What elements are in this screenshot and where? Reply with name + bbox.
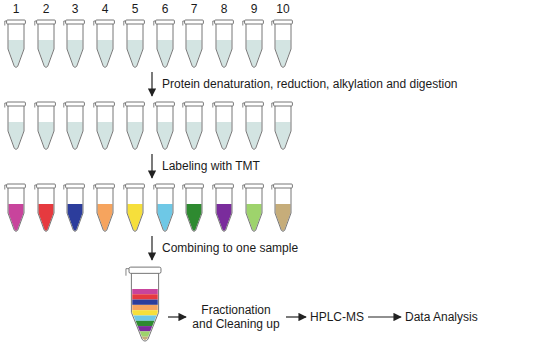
sample-number: 9 — [244, 2, 264, 16]
sample-number: 8 — [214, 2, 234, 16]
sample-number: 2 — [36, 2, 56, 16]
step-text: Data Analysis — [405, 310, 478, 324]
sample-number: 4 — [95, 2, 115, 16]
step-name: HPLC-MS — [310, 310, 364, 324]
sample-number: 6 — [155, 2, 175, 16]
step-label: Protein denaturation, reduction, alkylat… — [162, 77, 458, 91]
step-label: Combining to one sample — [162, 241, 298, 255]
step-text: Fractionation and Cleaning up — [190, 303, 282, 331]
step-label: Labeling with TMT — [162, 159, 260, 173]
sample-number: 1 — [6, 2, 26, 16]
sample-number: 7 — [184, 2, 204, 16]
sample-number: 10 — [273, 2, 293, 16]
step-name: Data Analysis — [405, 310, 478, 324]
step-name: Fractionation and Cleaning up — [190, 303, 282, 331]
flow-arrow — [286, 316, 306, 317]
step-text: HPLC-MS — [310, 310, 364, 324]
sample-number: 3 — [65, 2, 85, 16]
flow-arrow — [368, 316, 401, 317]
sample-number: 5 — [125, 2, 145, 16]
